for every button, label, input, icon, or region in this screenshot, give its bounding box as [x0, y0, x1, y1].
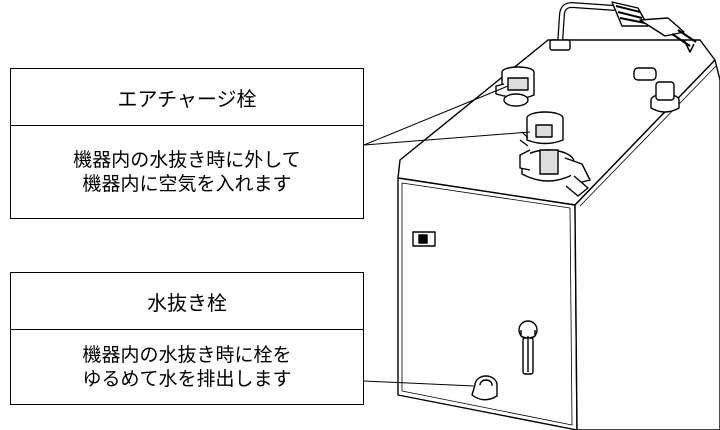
drain-title: 水抜き栓 — [11, 273, 363, 330]
leader-line-drain — [363, 380, 475, 387]
air-charge-callout: エアチャージ栓 機器内の水抜き時に外して 機器内に空気を入れます — [10, 68, 364, 219]
drain-line-1: 機器内の水抜き時に栓を — [82, 344, 292, 366]
drain-plug — [471, 375, 498, 401]
elbow-fitting — [633, 67, 680, 113]
valve-assembly — [519, 111, 591, 197]
leader-line-air-charge-2 — [363, 131, 531, 146]
leader-line-air-charge-1 — [363, 85, 509, 146]
air-charge-line-1: 機器内の水抜き時に外して — [73, 149, 301, 171]
tank-side-panel — [574, 59, 720, 430]
power-plug — [611, 1, 697, 53]
drain-callout: 水抜き栓 機器内の水抜き時に栓を ゆるめて水を排出します — [10, 272, 364, 405]
drain-line-2: ゆるめて水を排出します — [82, 368, 292, 390]
power-cord — [557, 2, 616, 45]
drain-description: 機器内の水抜き時に栓を ゆるめて水を排出します — [11, 330, 363, 404]
air-charge-title: エアチャージ栓 — [11, 69, 363, 126]
air-charge-valve — [495, 66, 535, 107]
power-switch — [412, 231, 436, 247]
air-charge-line-2: 機器内に空気を入れます — [82, 173, 292, 195]
air-charge-description: 機器内の水抜き時に外して 機器内に空気を入れます — [11, 126, 363, 218]
drain-handle — [518, 320, 538, 375]
